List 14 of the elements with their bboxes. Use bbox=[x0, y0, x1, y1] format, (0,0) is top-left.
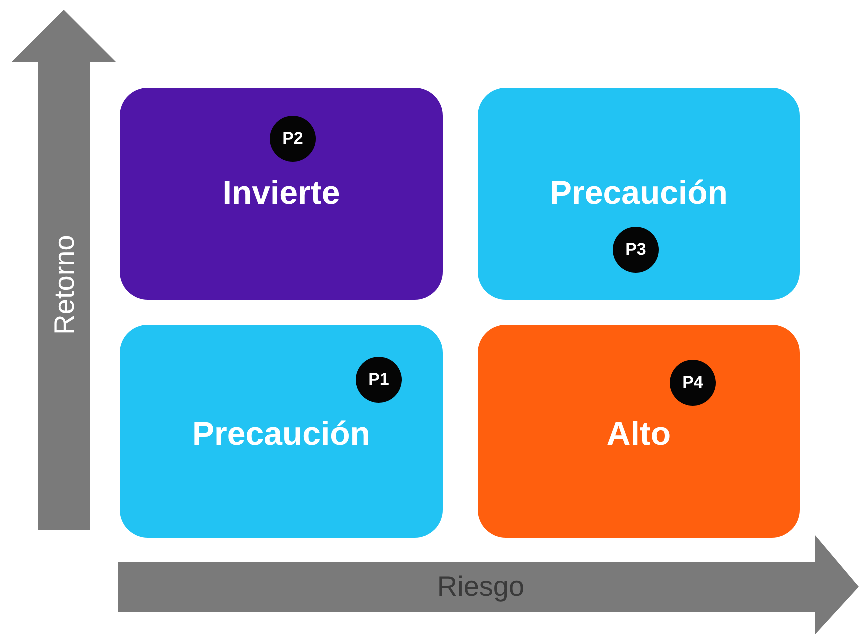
quadrant-title: Invierte bbox=[222, 173, 342, 213]
quadrant-box bbox=[120, 88, 443, 300]
point-marker: P2 bbox=[270, 116, 316, 162]
quadrant-box bbox=[120, 325, 443, 538]
quadrant-title: Alto bbox=[606, 414, 672, 454]
quadrant-title: Precaución bbox=[192, 414, 372, 454]
axis-label: Retorno bbox=[49, 235, 81, 335]
quadrant-box bbox=[478, 325, 800, 538]
point-marker: P3 bbox=[613, 227, 659, 273]
point-marker: P1 bbox=[356, 357, 402, 403]
quadrant-title: Precaución bbox=[549, 173, 729, 213]
point-marker: P4 bbox=[670, 360, 716, 406]
quadrant-box bbox=[478, 88, 800, 300]
axis-label: Riesgo bbox=[437, 571, 525, 603]
